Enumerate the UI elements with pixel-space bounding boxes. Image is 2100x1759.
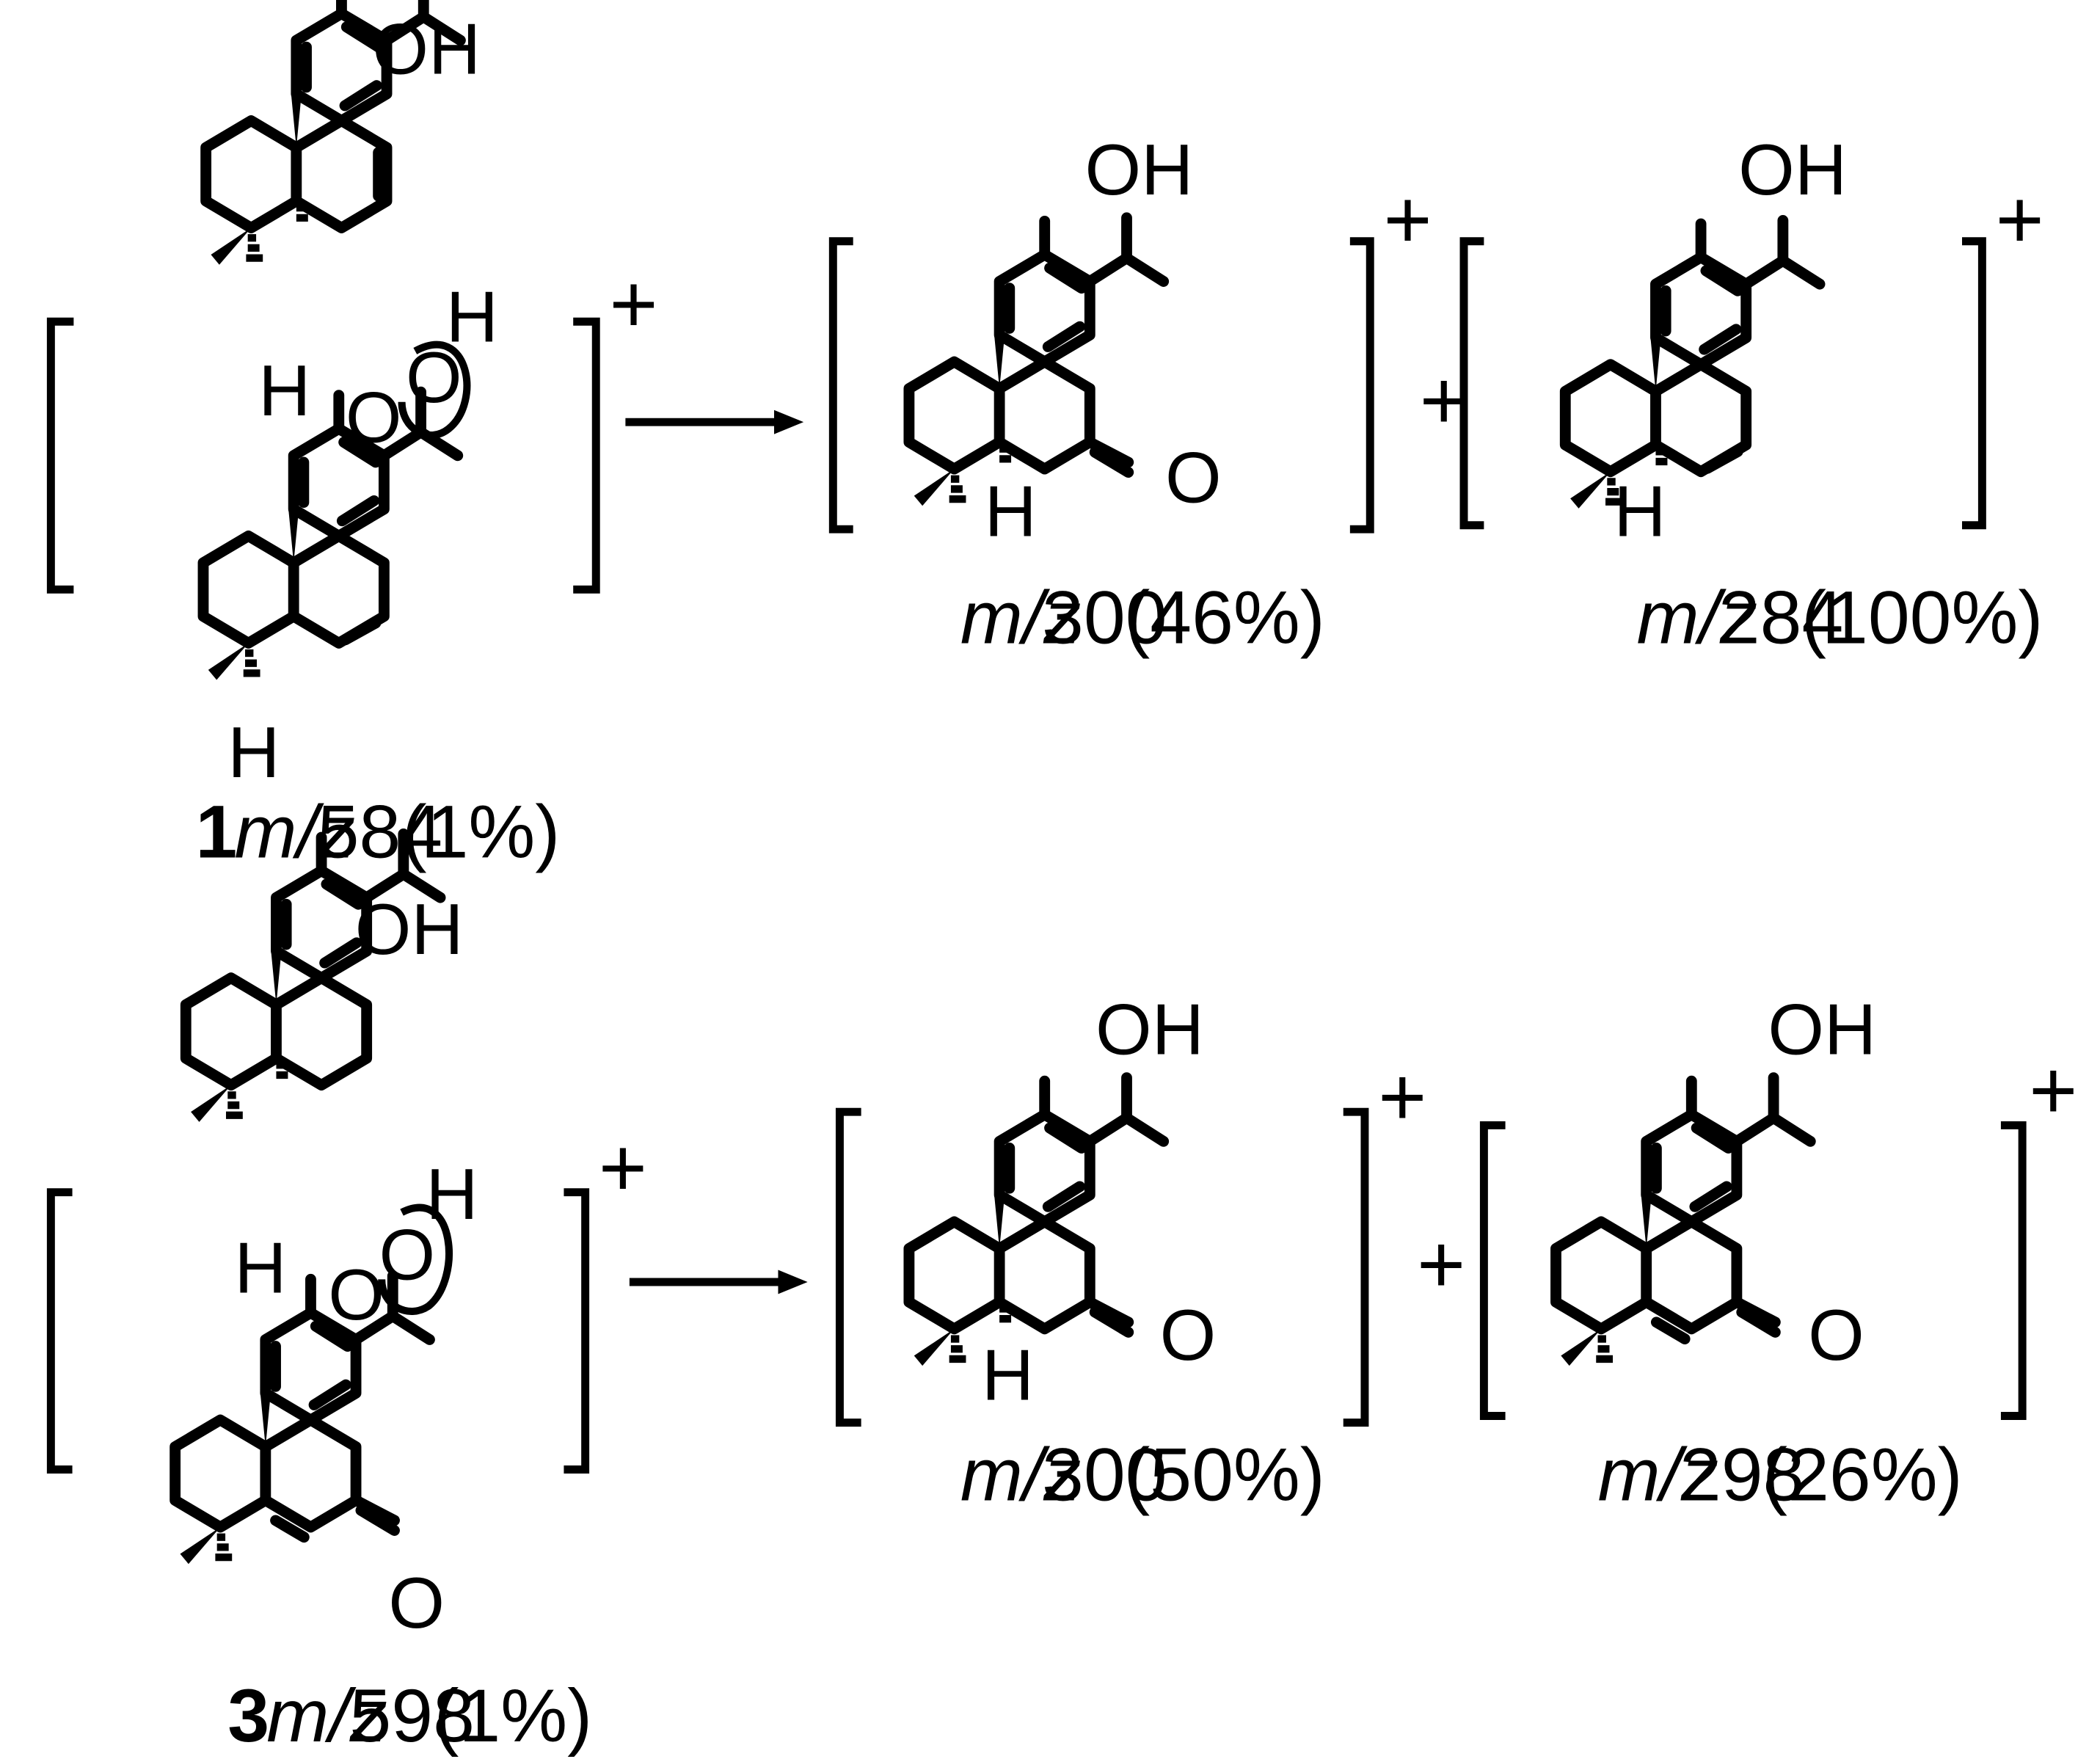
abundance: (100%) <box>1801 575 2043 659</box>
cation-charge: + <box>609 258 657 350</box>
abundance: (1%) <box>434 1673 592 1758</box>
bracket-right <box>564 1188 590 1474</box>
compound-1: OH H H O O H + 1 m/z 584 (1%) <box>46 0 658 873</box>
h-label: H <box>234 1228 286 1308</box>
o-label: O <box>1808 1294 1864 1375</box>
bracket-right <box>2000 1121 2027 1420</box>
h-label: H <box>982 1335 1034 1416</box>
h-label: H <box>446 277 498 357</box>
oh-label: OH <box>372 9 481 90</box>
abundance: (1%) <box>402 789 561 873</box>
bracket-left <box>828 237 853 533</box>
reaction-arrow <box>629 1270 808 1294</box>
bracket-right <box>1343 1107 1369 1427</box>
cation-charge: + <box>1383 173 1432 266</box>
oh-label: OH <box>1095 989 1204 1070</box>
plus-sign: + <box>1417 1218 1465 1311</box>
cation-charge: + <box>2029 1044 2077 1136</box>
bracket-right <box>573 317 600 594</box>
bracket-left <box>46 317 74 594</box>
mz-value: 300 <box>1042 575 1167 659</box>
curved-arrow <box>398 340 471 440</box>
bracket-left <box>46 1188 73 1474</box>
compound-number: 3 <box>227 1673 269 1758</box>
mz-value: 300 <box>1042 1432 1167 1517</box>
h-label: H <box>258 350 310 431</box>
mz-value: 598 <box>349 1673 475 1758</box>
h-label: H <box>227 712 280 793</box>
mz-label: m/z <box>960 1432 1082 1517</box>
mz-label: m/z <box>960 575 1082 659</box>
o-label: O <box>388 1562 445 1643</box>
abundance: (50%) <box>1125 1432 1325 1517</box>
oh-label: OH <box>355 889 464 969</box>
reaction-arrow <box>625 409 804 434</box>
cation-charge: + <box>1996 173 2044 266</box>
bracket-left <box>835 1107 861 1427</box>
bracket-left <box>1459 237 1484 530</box>
mz-value: 284 <box>1718 575 1844 659</box>
o-label: O <box>1160 1294 1217 1375</box>
compound-number: 1 <box>195 789 237 873</box>
cation-charge: + <box>599 1121 647 1214</box>
cation-charge: + <box>1378 1050 1426 1143</box>
oh-label: OH <box>1768 989 1876 1070</box>
bracket-right <box>1961 237 1986 530</box>
abundance: (46%) <box>1125 575 1325 659</box>
mz-label: m/z <box>1636 575 1757 659</box>
bracket-left <box>1479 1121 1506 1420</box>
product-mz-300-bottom: OH O H + m/z 300 (50%) <box>835 989 1426 1517</box>
h-label: H <box>1614 470 1666 551</box>
mz-value: 584 <box>318 789 443 873</box>
compound-3: OH H H O O O + 3 m/z 598 (1%) <box>46 834 647 1758</box>
bracket-right <box>1349 237 1374 533</box>
mz-value: 298 <box>1680 1432 1805 1517</box>
o-label: O <box>1165 437 1222 518</box>
abundance: (26%) <box>1762 1432 1963 1517</box>
mz-label: m/z <box>266 1673 387 1758</box>
h-label: H <box>985 470 1037 551</box>
mz-label: m/z <box>234 789 355 873</box>
oh-label: OH <box>1738 129 1847 210</box>
product-mz-300-top: OH O H + m/z 300 (46%) <box>828 129 1432 659</box>
product-mz-298: OH O + m/z 298 (26%) <box>1479 989 2077 1517</box>
product-mz-284: OH H + m/z 284 (100%) <box>1459 129 2044 659</box>
oh-label: OH <box>1084 129 1193 210</box>
mz-label: m/z <box>1598 1432 1719 1517</box>
h-label: H <box>426 1154 478 1234</box>
